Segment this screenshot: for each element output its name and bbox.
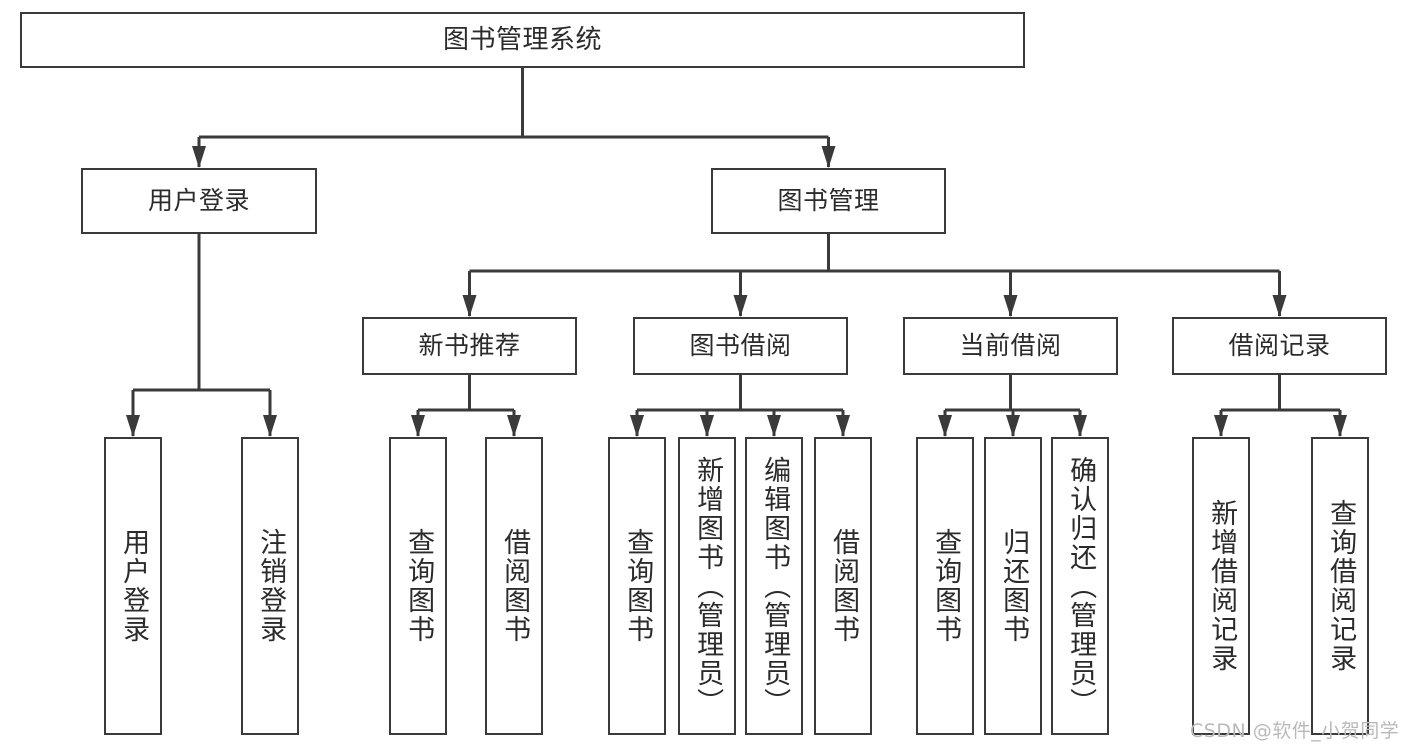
node-label: 查询借阅记录 — [1325, 499, 1357, 673]
arrow-head-icon — [821, 146, 836, 168]
node-leaf-borrow-book-1[interactable]: 借阅图书 — [485, 437, 543, 735]
arrow-head-icon — [630, 415, 644, 437]
arrow-head-icon — [733, 295, 748, 317]
arrow-head-icon — [938, 415, 952, 437]
node-leaf-user-logout[interactable]: 注销登录 — [241, 437, 299, 735]
node-label: 图书借阅 — [689, 331, 792, 361]
node-leaf-borrow-book-2[interactable]: 借阅图书 — [814, 437, 872, 735]
node-label: 查询图书 — [930, 528, 962, 644]
node-current-borrow[interactable]: 当前借阅 — [903, 317, 1118, 375]
arrow-head-icon — [1333, 415, 1347, 437]
node-label: 注销登录 — [255, 528, 287, 644]
node-user-login[interactable]: 用户登录 — [81, 168, 317, 234]
node-leaf-query-record[interactable]: 查询借阅记录 — [1311, 437, 1369, 735]
node-label: 用户登录 — [118, 528, 150, 644]
arrow-head-icon — [700, 415, 714, 437]
node-label: 编辑图书（管理员） — [759, 455, 791, 717]
node-leaf-confirm-return[interactable]: 确认归还（管理员） — [1051, 437, 1109, 735]
node-label: 查询图书 — [622, 528, 654, 644]
arrow-head-icon — [1006, 415, 1020, 437]
node-book-mgmt[interactable]: 图书管理 — [711, 168, 946, 234]
node-label: 查询图书 — [403, 528, 435, 644]
arrow-head-icon — [1272, 295, 1287, 317]
arrow-head-icon — [462, 295, 477, 317]
node-leaf-query-book-3[interactable]: 查询图书 — [916, 437, 974, 735]
arrow-head-icon — [1214, 415, 1228, 437]
node-leaf-add-record[interactable]: 新增借阅记录 — [1192, 437, 1250, 735]
node-leaf-query-book-1[interactable]: 查询图书 — [389, 437, 447, 735]
watermark-label: CSDN @软件_小贺同学 — [1190, 720, 1400, 742]
node-label: 借阅图书 — [828, 528, 860, 644]
arrow-head-icon — [507, 415, 521, 437]
arrow-head-icon — [767, 415, 781, 437]
arrow-head-icon — [1073, 415, 1087, 437]
node-root[interactable]: 图书管理系统 — [20, 12, 1025, 68]
arrow-head-icon — [263, 415, 277, 437]
arrow-head-icon — [411, 415, 425, 437]
arrow-head-icon — [192, 146, 206, 168]
node-book-borrow[interactable]: 图书借阅 — [633, 317, 848, 375]
node-label: 新增图书（管理员） — [692, 455, 724, 717]
node-label: 当前借阅 — [959, 331, 1062, 361]
arrow-head-icon — [836, 415, 850, 437]
node-label: 确认归还（管理员） — [1065, 455, 1097, 717]
node-label: 借阅记录 — [1228, 331, 1331, 361]
node-label: 图书管理系统 — [442, 24, 602, 55]
node-leaf-add-book[interactable]: 新增图书（管理员） — [678, 437, 736, 735]
node-leaf-return-book[interactable]: 归还图书 — [984, 437, 1042, 735]
node-borrow-record[interactable]: 借阅记录 — [1172, 317, 1387, 375]
node-new-book-rec[interactable]: 新书推荐 — [362, 317, 577, 375]
node-leaf-query-book-2[interactable]: 查询图书 — [608, 437, 666, 735]
node-label: 新增借阅记录 — [1206, 499, 1238, 673]
arrow-head-icon — [126, 415, 140, 437]
node-leaf-edit-book[interactable]: 编辑图书（管理员） — [745, 437, 803, 735]
node-label: 图书管理 — [777, 186, 880, 216]
node-label: 借阅图书 — [499, 528, 531, 644]
node-label: 归还图书 — [998, 528, 1030, 644]
arrow-head-icon — [1003, 295, 1018, 317]
node-label: 新书推荐 — [418, 331, 521, 361]
node-leaf-user-login[interactable]: 用户登录 — [104, 437, 162, 735]
node-label: 用户登录 — [147, 186, 250, 216]
